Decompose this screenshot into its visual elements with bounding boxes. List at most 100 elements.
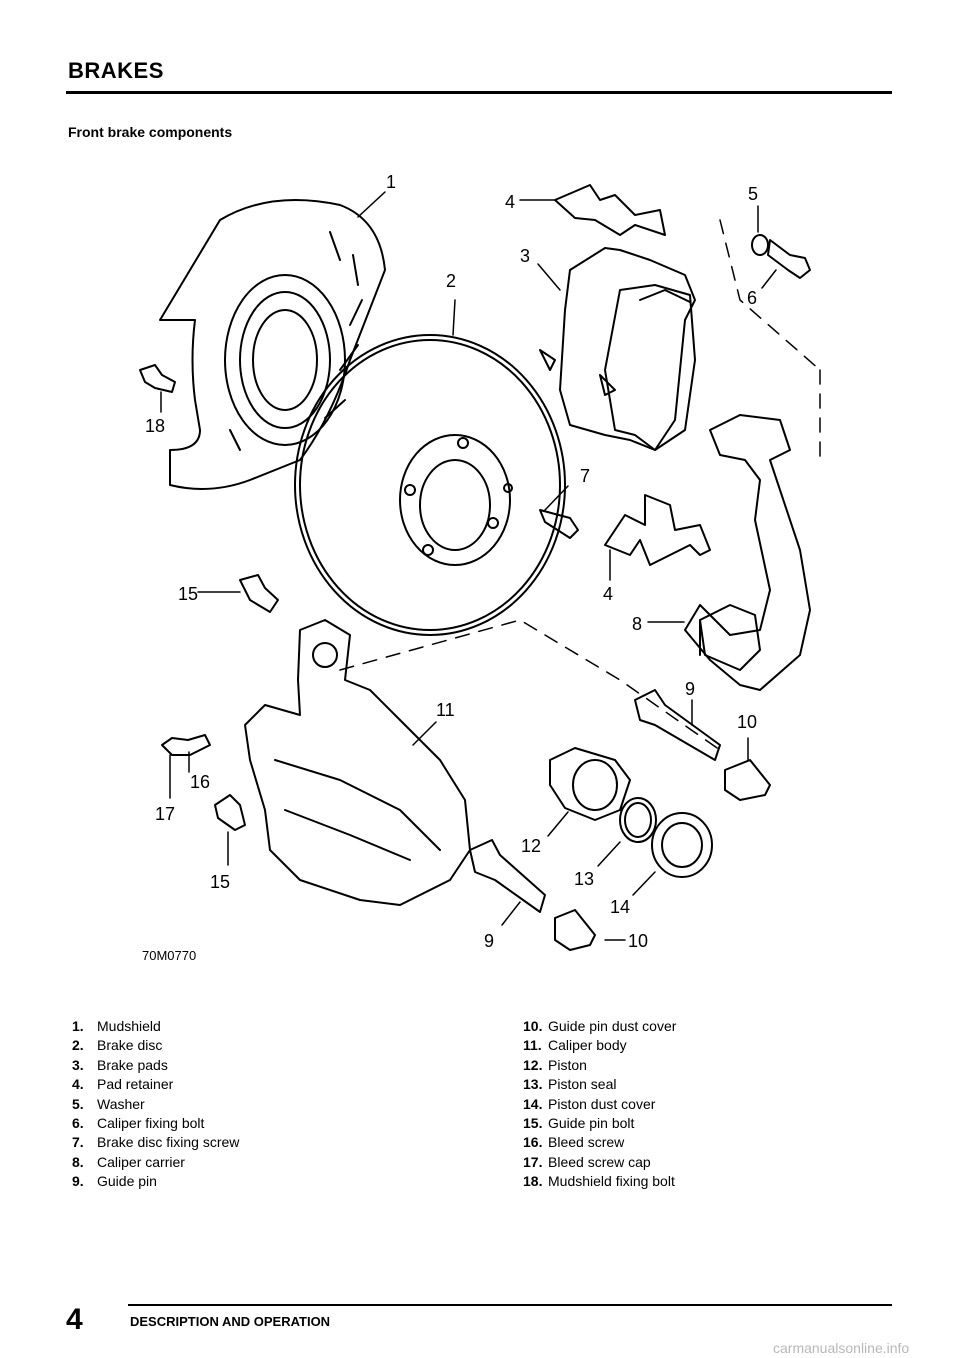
page-header-title: BRAKES [68, 58, 164, 83]
legend-item: 6.Caliper fixing bolt [72, 1114, 239, 1133]
legend-number: 2. [72, 1037, 84, 1054]
callout-1: 1 [386, 172, 396, 192]
callout-8: 8 [632, 614, 642, 634]
legend-label: Washer [97, 1095, 145, 1112]
section-title: Front brake components [68, 124, 233, 140]
callout-16: 16 [190, 772, 210, 792]
callout-4-top: 4 [505, 192, 515, 212]
legend-label: Bleed screw [548, 1134, 625, 1151]
guide-pin-bolt-lower-drawing [214, 794, 246, 831]
legend-item: 15. Guide pin bolt [523, 1114, 676, 1133]
legend-item: 4.Pad retainer [72, 1075, 239, 1094]
header-rule [66, 91, 892, 94]
callout-11: 11 [436, 700, 455, 720]
callout-18: 18 [145, 416, 165, 436]
legend-number: 17. [523, 1153, 543, 1170]
figure-reference: 70M0770 [142, 948, 196, 963]
callout-10-lower: 10 [628, 931, 648, 951]
footer-rule [128, 1304, 892, 1306]
brake-pads-drawing [539, 247, 696, 451]
legend-number: 11. [523, 1037, 542, 1054]
watermark-text: carmanualsonline.info [773, 1340, 910, 1356]
legend-label: Guide pin dust cover [548, 1018, 677, 1034]
legend-label: Brake disc fixing screw [97, 1134, 240, 1151]
legend-number: 9. [72, 1173, 84, 1190]
callout-5: 5 [748, 184, 758, 204]
legend-item: 1.Mudshield [72, 1017, 239, 1036]
legend-left-column: 1.Mudshield 2. Brake disc 3. Brake pads 4.… [72, 1017, 239, 1192]
legend-number: 7. [72, 1134, 84, 1151]
legend-item: 11. Caliper body [523, 1036, 676, 1055]
piston-drawing [549, 747, 631, 821]
brake-disc-fixing-screw-drawing [539, 509, 579, 539]
guide-pin-dust-cover-lower-drawing [554, 909, 596, 951]
callout-15-lower: 15 [210, 872, 230, 892]
callout-12: 12 [521, 836, 541, 856]
legend-number: 1. [72, 1018, 84, 1034]
legend-number: 14. [523, 1095, 543, 1112]
alignment-lines [339, 219, 821, 751]
callout-14: 14 [610, 897, 630, 917]
legend-label: Piston seal [548, 1076, 617, 1093]
callout-7: 7 [580, 466, 590, 486]
brake-disc-drawing [294, 334, 566, 636]
legend-label: Brake disc [97, 1037, 163, 1054]
legend-item: 18. Mudshield fixing bolt [523, 1172, 676, 1191]
mudshield-drawing [159, 199, 386, 490]
legend-item: 7. Brake disc fixing screw [72, 1133, 239, 1152]
piston-dust-cover-drawing [651, 812, 713, 878]
washer-and-bolt-drawing [751, 234, 811, 279]
guide-pin-dust-cover-upper-drawing [724, 759, 771, 801]
legend-item: 12. Piston [523, 1056, 676, 1075]
legend-item: 8. Caliper carrier [72, 1153, 239, 1172]
legend-item: 3. Brake pads [72, 1056, 239, 1075]
legend-label: Brake pads [97, 1056, 168, 1073]
legend-label: Piston [548, 1056, 587, 1073]
caliper-carrier-drawing [684, 414, 811, 691]
legend-item: 17. Bleed screw cap [523, 1153, 676, 1172]
pad-retainer-top-drawing [554, 184, 666, 236]
legend-number: 5. [72, 1095, 84, 1112]
legend-item: 14. Piston dust cover [523, 1095, 676, 1114]
legend-number: 18. [523, 1173, 543, 1190]
piston-seal-drawing [619, 797, 657, 843]
legend-number: 13. [523, 1076, 543, 1093]
callout-10-upper: 10 [737, 712, 757, 732]
guide-pin-lower-drawing [469, 839, 546, 913]
bleed-screw-drawing [161, 734, 211, 756]
legend-label: Guide pin [97, 1173, 157, 1190]
legend-label: Piston dust cover [548, 1095, 656, 1112]
callout-2: 2 [446, 271, 456, 291]
legend-item: 9. Guide pin [72, 1172, 239, 1191]
callout-3: 3 [520, 246, 530, 266]
legend-item: 5. Washer [72, 1095, 239, 1114]
legend-label: Guide pin bolt [548, 1115, 635, 1132]
legend-label: Pad retainer [97, 1076, 174, 1093]
leader-lines [160, 191, 777, 941]
callout-9-upper: 9 [685, 679, 695, 699]
legend-label: Caliper carrier [97, 1153, 185, 1170]
legend-number: 16. [523, 1134, 543, 1151]
guide-pin-upper-drawing [634, 689, 721, 761]
callout-9-lower: 9 [484, 931, 494, 951]
legend-number: 10. [523, 1018, 543, 1034]
legend-label: Caliper body [548, 1037, 627, 1054]
legend-item: 16. Bleed screw [523, 1133, 676, 1152]
legend-label: Mudshield fixing bolt [548, 1173, 675, 1190]
legend-number: 8. [72, 1153, 84, 1170]
legend-item: 10. Guide pin dust cover [523, 1017, 676, 1036]
mudshield-fixing-bolt-drawing [139, 364, 176, 393]
legend-right-column: 10.Guide pin dust cover 11.Caliper body … [523, 1017, 676, 1192]
legend-label: Caliper fixing bolt [97, 1115, 205, 1132]
legend-number: 12. [523, 1056, 543, 1073]
legend-number: 15. [523, 1115, 543, 1132]
legend-label: Bleed screw cap [548, 1153, 651, 1170]
callout-15-upper: 15 [178, 584, 198, 604]
footer-title: DESCRIPTION AND OPERATION [130, 1314, 331, 1329]
legend-item: 2. Brake disc [72, 1036, 239, 1055]
legend-number: 3. [72, 1056, 84, 1073]
guide-pin-bolt-upper-drawing [239, 574, 279, 613]
callout-17: 17 [155, 804, 175, 824]
brake-components-diagram: 1 2 3 4 5 6 18 7 4 15 8 9 11 10 16 17 12… [100, 160, 860, 980]
caliper-body-drawing [244, 619, 471, 906]
